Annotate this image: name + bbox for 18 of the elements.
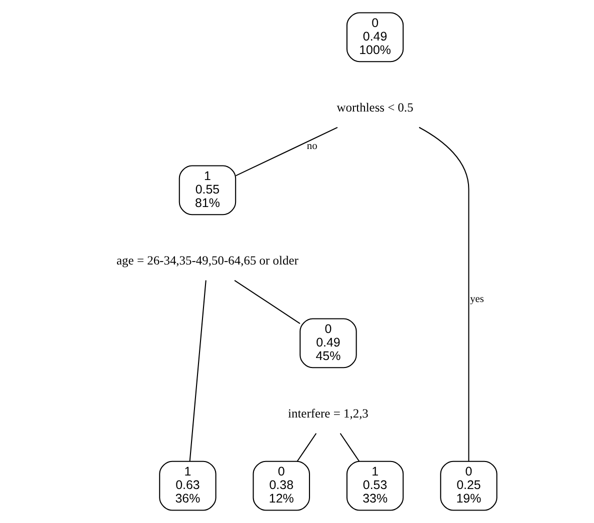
node-box: 0 0.38 12% xyxy=(252,460,310,511)
node-text: interfere = 1,2,3 xyxy=(288,406,368,421)
node-box: 0 0.49 45% xyxy=(300,318,357,368)
node-box: 0 0.25 19% xyxy=(440,460,498,511)
node-text: age = 26-34,35-49,50-64,65 or older xyxy=(116,254,298,268)
node-text: worthless < 0.5 xyxy=(336,100,414,115)
connector xyxy=(189,280,206,462)
connector xyxy=(234,280,300,324)
connector xyxy=(418,126,470,462)
node-box: 1 0.63 36% xyxy=(159,460,216,511)
edge-label: no xyxy=(306,141,318,152)
node-box: 0 0.49 100% xyxy=(346,12,404,62)
connector xyxy=(296,433,317,462)
node-box: 1 0.53 33% xyxy=(346,460,404,511)
connector xyxy=(236,126,338,176)
connector xyxy=(340,433,360,462)
edge-label: yes xyxy=(470,294,484,306)
node-box: 1 0.55 81% xyxy=(178,165,236,216)
